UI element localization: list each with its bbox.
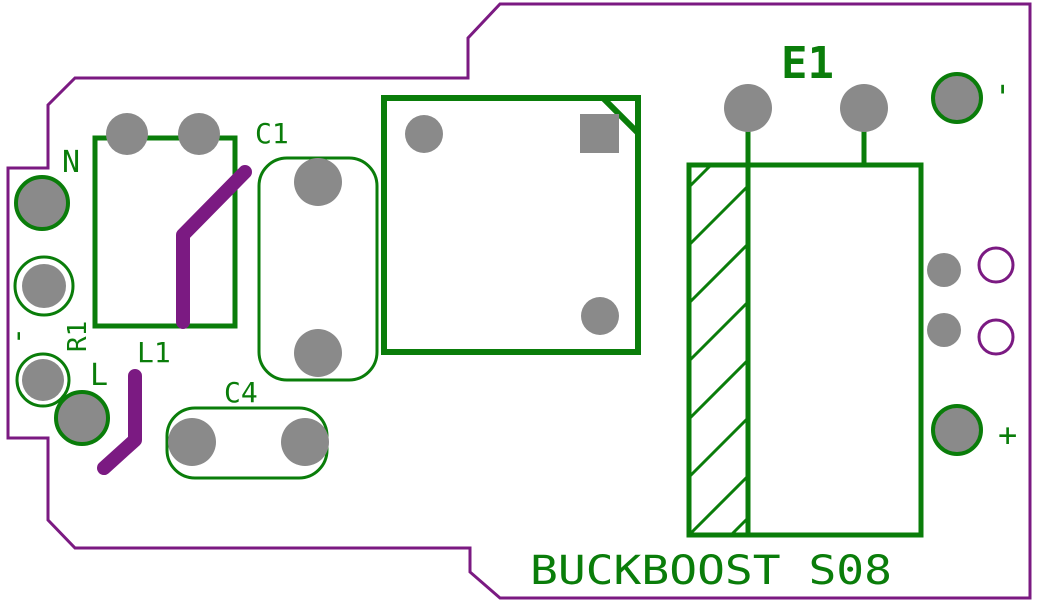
pad-c4-2 xyxy=(281,418,329,466)
label-c1: C1 xyxy=(255,117,289,150)
inductor-l1-outline xyxy=(92,135,238,329)
e1-body xyxy=(686,162,924,538)
label-l: L xyxy=(90,358,108,393)
pad-n xyxy=(14,175,70,231)
pad-l1-2 xyxy=(178,113,220,155)
board-outline xyxy=(6,2,1032,600)
label-minus: - xyxy=(0,327,35,345)
label-r1: R1 xyxy=(63,321,93,352)
module-pad-square xyxy=(580,114,619,153)
label-l1: L1 xyxy=(137,336,171,369)
label-e1: E1 xyxy=(781,38,834,89)
pad-r1-2-inner xyxy=(22,359,64,401)
module-pad-3 xyxy=(581,297,619,335)
pad-c1-2 xyxy=(294,329,342,377)
pad-e1-2 xyxy=(840,84,888,132)
pad-right-small-2 xyxy=(927,313,961,347)
module-pin1-marker xyxy=(600,95,641,136)
pad-r1-1-inner xyxy=(22,264,66,308)
pad-plus xyxy=(931,404,983,456)
via-right-2 xyxy=(977,318,1015,356)
e1-hatching xyxy=(687,163,750,537)
trace-l-input xyxy=(97,369,142,475)
pad-c1-1 xyxy=(294,158,342,206)
label-c4: C4 xyxy=(224,376,258,409)
pad-l1-1 xyxy=(106,113,148,155)
label-n: N xyxy=(62,145,80,180)
trace-l1 xyxy=(176,165,252,329)
module-pad-1 xyxy=(405,115,443,153)
pad-l xyxy=(54,390,110,446)
module-outline xyxy=(381,95,641,355)
pad-e1-1 xyxy=(724,84,772,132)
pad-right-small-1 xyxy=(927,253,961,287)
pad-minus xyxy=(931,72,983,124)
via-right-1 xyxy=(977,246,1015,284)
label-tick: ' xyxy=(993,78,1012,116)
label-plus: + xyxy=(998,416,1017,454)
pad-c4-1 xyxy=(168,418,216,466)
board-title: BUCKBOOST S08 xyxy=(530,548,892,594)
